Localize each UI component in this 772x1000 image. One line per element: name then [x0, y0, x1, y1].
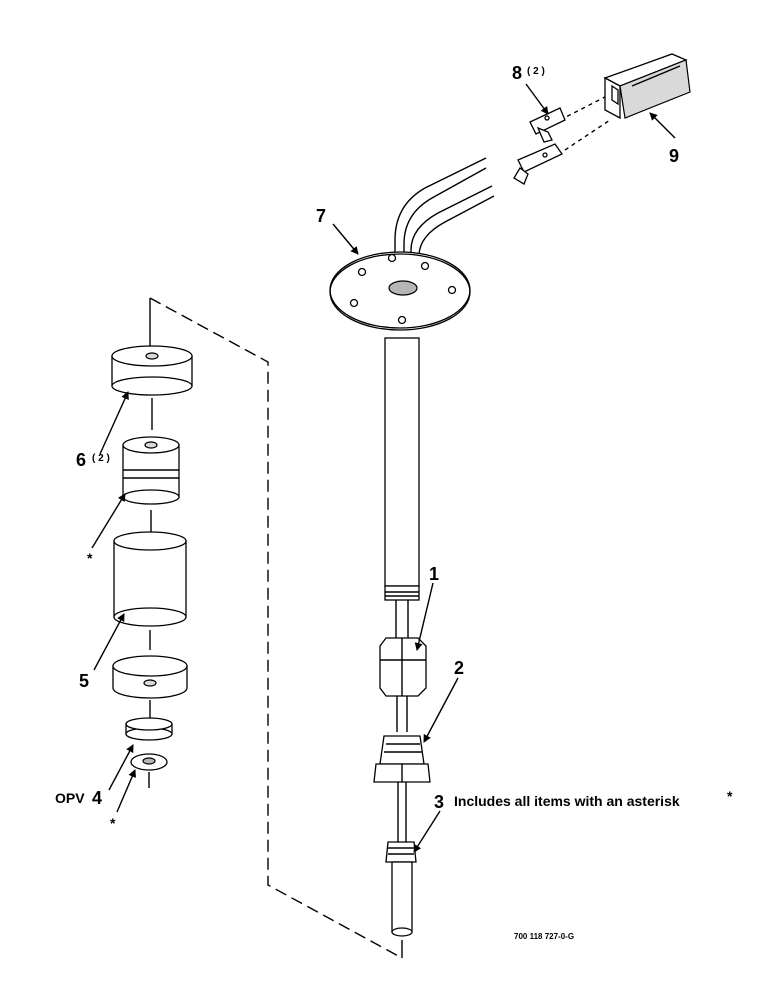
compression-fitting — [373, 735, 431, 783]
callout-7: 7 — [316, 206, 326, 226]
washer-large — [125, 717, 173, 741]
callout-4: 4 — [92, 788, 102, 808]
float-cap — [112, 655, 188, 699]
callout-5: 5 — [79, 671, 89, 691]
compression-nut — [379, 637, 427, 697]
drawing-number: 700 118 727-0-G — [514, 932, 574, 941]
probe-assembly — [385, 841, 417, 937]
callout-4-prefix: OPV — [55, 790, 85, 806]
assembly-dashed-line — [149, 297, 403, 959]
callout-8: 8 — [512, 63, 522, 83]
leader-lines — [91, 83, 676, 853]
wire-terminal-lower — [513, 143, 563, 185]
connector-housing — [603, 53, 691, 120]
washer-small — [130, 753, 168, 771]
callout-6-quantity: ( 2 ) — [92, 453, 110, 464]
wire-leads — [394, 96, 611, 282]
sender-tube — [384, 337, 420, 642]
callout-6: 6 — [76, 450, 86, 470]
float-body — [113, 531, 187, 627]
float-cylinder-small — [122, 436, 180, 505]
callout-8-quantity: ( 2 ) — [527, 66, 545, 77]
callout-9: 9 — [669, 146, 679, 166]
wire-terminal-upper — [529, 107, 566, 143]
callout-2: 2 — [454, 658, 464, 678]
callout-1: 1 — [429, 564, 439, 584]
callout-3: 3 — [434, 792, 444, 812]
callout-3-asterisk: * — [727, 788, 733, 804]
callout-3-note: Includes all items with an asterisk — [454, 793, 680, 809]
asterisk-upper: * — [87, 550, 93, 566]
float-disk-top — [111, 345, 193, 396]
asterisk-lower: * — [110, 815, 116, 831]
mounting-plate — [329, 251, 471, 331]
